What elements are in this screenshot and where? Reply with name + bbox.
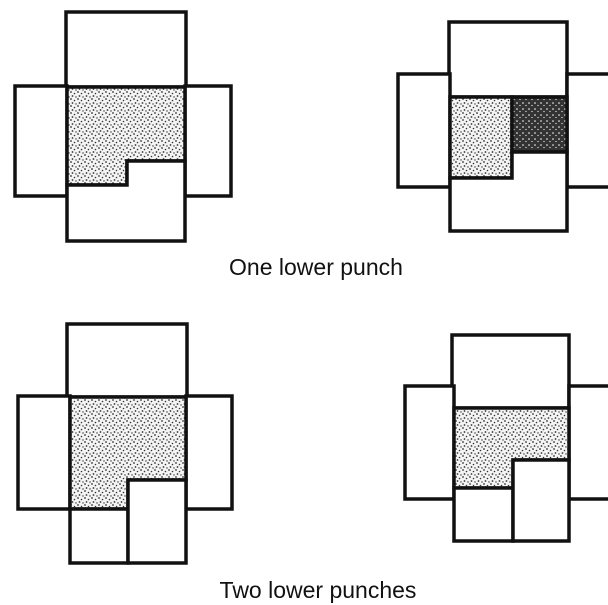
lower-punch (448, 150, 569, 233)
die-right (184, 394, 234, 511)
die-left (403, 384, 456, 501)
die-right (183, 84, 233, 198)
die-left (13, 84, 69, 198)
upper-punch (450, 333, 571, 410)
lower-punch-inner (68, 507, 130, 565)
two-punches-before-diagram (16, 322, 234, 565)
powder-fill (448, 95, 514, 180)
one-punch-after-diagram (396, 20, 608, 233)
caption-two-lower-punches: Two lower punches (220, 577, 417, 603)
lower-punch (65, 159, 187, 243)
upper-punch (65, 322, 189, 399)
one-punch-before-diagram (13, 10, 233, 243)
caption-one-lower-punch: One lower punch (229, 254, 403, 280)
upper-punch (447, 20, 569, 99)
lower-punch-inner (452, 486, 515, 543)
powder-dense-fill (510, 95, 569, 154)
die-right (565, 72, 608, 189)
upper-punch (64, 10, 188, 89)
two-punches-after-diagram (403, 333, 608, 543)
die-left (396, 72, 452, 189)
die-right (567, 384, 608, 501)
lower-punch-outer (126, 478, 188, 565)
lower-punch-outer (511, 458, 571, 543)
die-left (16, 394, 72, 511)
